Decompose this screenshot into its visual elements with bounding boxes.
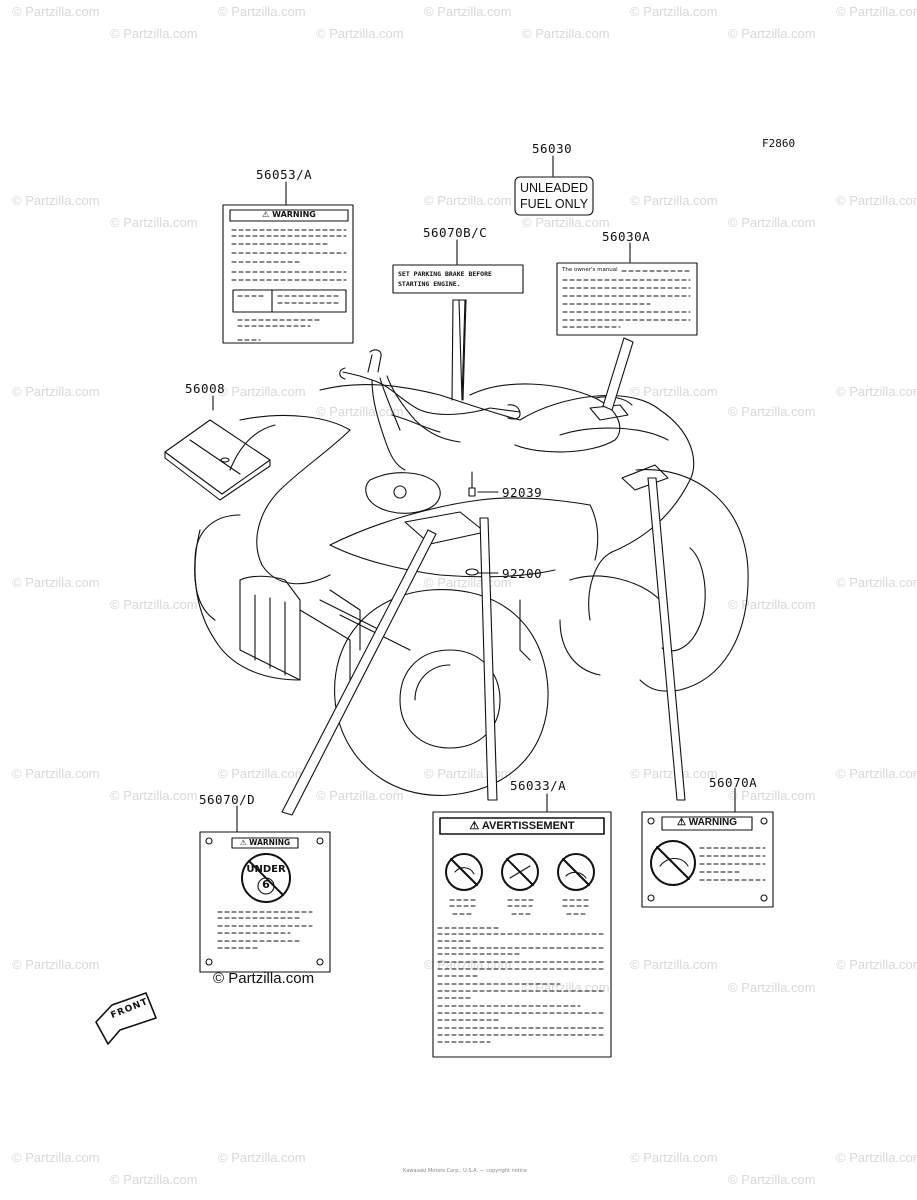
watermark: © Partzilla.com [522,215,610,230]
avertissement-heading: ⚠ AVERTISSEMENT [469,820,575,832]
watermark: © Partzilla.com [522,26,610,41]
watermark: © Partzilla.com [836,957,917,972]
parking-line1: SET PARKING BRAKE BEFORE [398,270,492,278]
watermark: © Partzilla.com [836,193,917,208]
watermark: © Partzilla.com [836,766,917,781]
watermark: © Partzilla.com [630,766,718,781]
front-arrow-icon [95,992,157,1045]
label-56070bc-parking [392,264,524,294]
label-56030a-owners [556,262,698,336]
watermark: © Partzilla.com [630,193,718,208]
label-56030-unleaded [514,176,594,216]
label-56053-warning [222,204,354,344]
part-number-92200[interactable]: 92200 [502,566,543,581]
parking-line2: STARTING ENGINE. [398,280,461,288]
watermark: © Partzilla.com [12,1150,100,1165]
watermark: © Partzilla.com [424,957,512,972]
watermark: © Partzilla.com [12,4,100,19]
watermark: © Partzilla.com [218,384,306,399]
watermark: © Partzilla.com [424,193,512,208]
part-number-56030a[interactable]: 56030A [602,229,651,244]
part-number-56030[interactable]: 56030 [532,141,573,156]
label-56070a-heading: ⚠ WARNING [676,817,738,828]
watermark: © Partzilla.com [728,788,816,803]
watermark: © Partzilla.com [218,1150,306,1165]
figure-code: F2860 [762,137,796,150]
label-56033a-avertissement [432,811,612,1058]
part-number-56033a[interactable]: 56033/A [510,778,567,793]
part-number-56053a[interactable]: 56053/A [256,167,313,182]
partzilla-watermark: © Partzilla.com [213,970,315,987]
part-number-92039[interactable]: 92039 [502,485,543,500]
watermark: © Partzilla.com [12,957,100,972]
watermark: © Partzilla.com [424,4,512,19]
watermark: © Partzilla.com [630,957,718,972]
copyright-notice: Kawasaki Motors Corp., U.S.A. — copyrigh… [403,1168,527,1174]
watermark: © Partzilla.com [110,788,198,803]
part-56008-pouch [164,419,271,501]
watermark: © Partzilla.com [836,384,917,399]
watermark: © Partzilla.com [316,26,404,41]
watermark: © Partzilla.com [728,980,816,995]
watermark: © Partzilla.com [12,384,100,399]
label-56070d-warning [199,831,331,973]
part-number-56070a[interactable]: 56070A [709,775,758,790]
label-56053-heading: ⚠ WARNING [262,210,316,219]
unleaded-line1: UNLEADED [519,181,589,195]
watermark: © Partzilla.com [728,597,816,612]
watermark: © Partzilla.com [630,1150,718,1165]
under-number: 6 [262,878,270,891]
watermark: © Partzilla.com [110,26,198,41]
leader-lines [212,155,736,833]
label-56070d-heading: ⚠ WARNING [239,838,291,847]
watermark: © Partzilla.com [630,4,718,19]
part-number-56008[interactable]: 56008 [185,381,226,396]
owners-manual-text: The owner's manual [562,267,618,273]
watermark: © Partzilla.com [728,215,816,230]
watermark: © Partzilla.com [728,26,816,41]
watermark: © Partzilla.com [836,575,917,590]
watermark: © Partzilla.com [12,766,100,781]
under-text: UNDER [246,864,286,875]
part-number-56070bc[interactable]: 56070B/C [423,225,488,240]
label-56070a-warning [641,811,774,908]
watermark: © Partzilla.com [836,4,917,19]
watermark: © Partzilla.com [110,597,198,612]
part-number-56070d[interactable]: 56070/D [199,792,256,807]
watermark: © Partzilla.com [110,215,198,230]
watermark: © Partzilla.com [728,404,816,419]
watermark: © Partzilla.com [12,193,100,208]
atv-drawing [194,349,749,796]
watermark: © Partzilla.com [728,1172,816,1187]
watermark: © Partzilla.com [316,404,404,419]
watermark: © Partzilla.com [12,575,100,590]
unleaded-line2: FUEL ONLY [519,197,589,211]
watermark: © Partzilla.com [316,788,404,803]
watermark: © Partzilla.com [110,1172,198,1187]
watermark: © Partzilla.com [630,384,718,399]
watermark: © Partzilla.com [218,766,306,781]
watermark: © Partzilla.com [836,1150,917,1165]
watermark: © Partzilla.com [218,4,306,19]
